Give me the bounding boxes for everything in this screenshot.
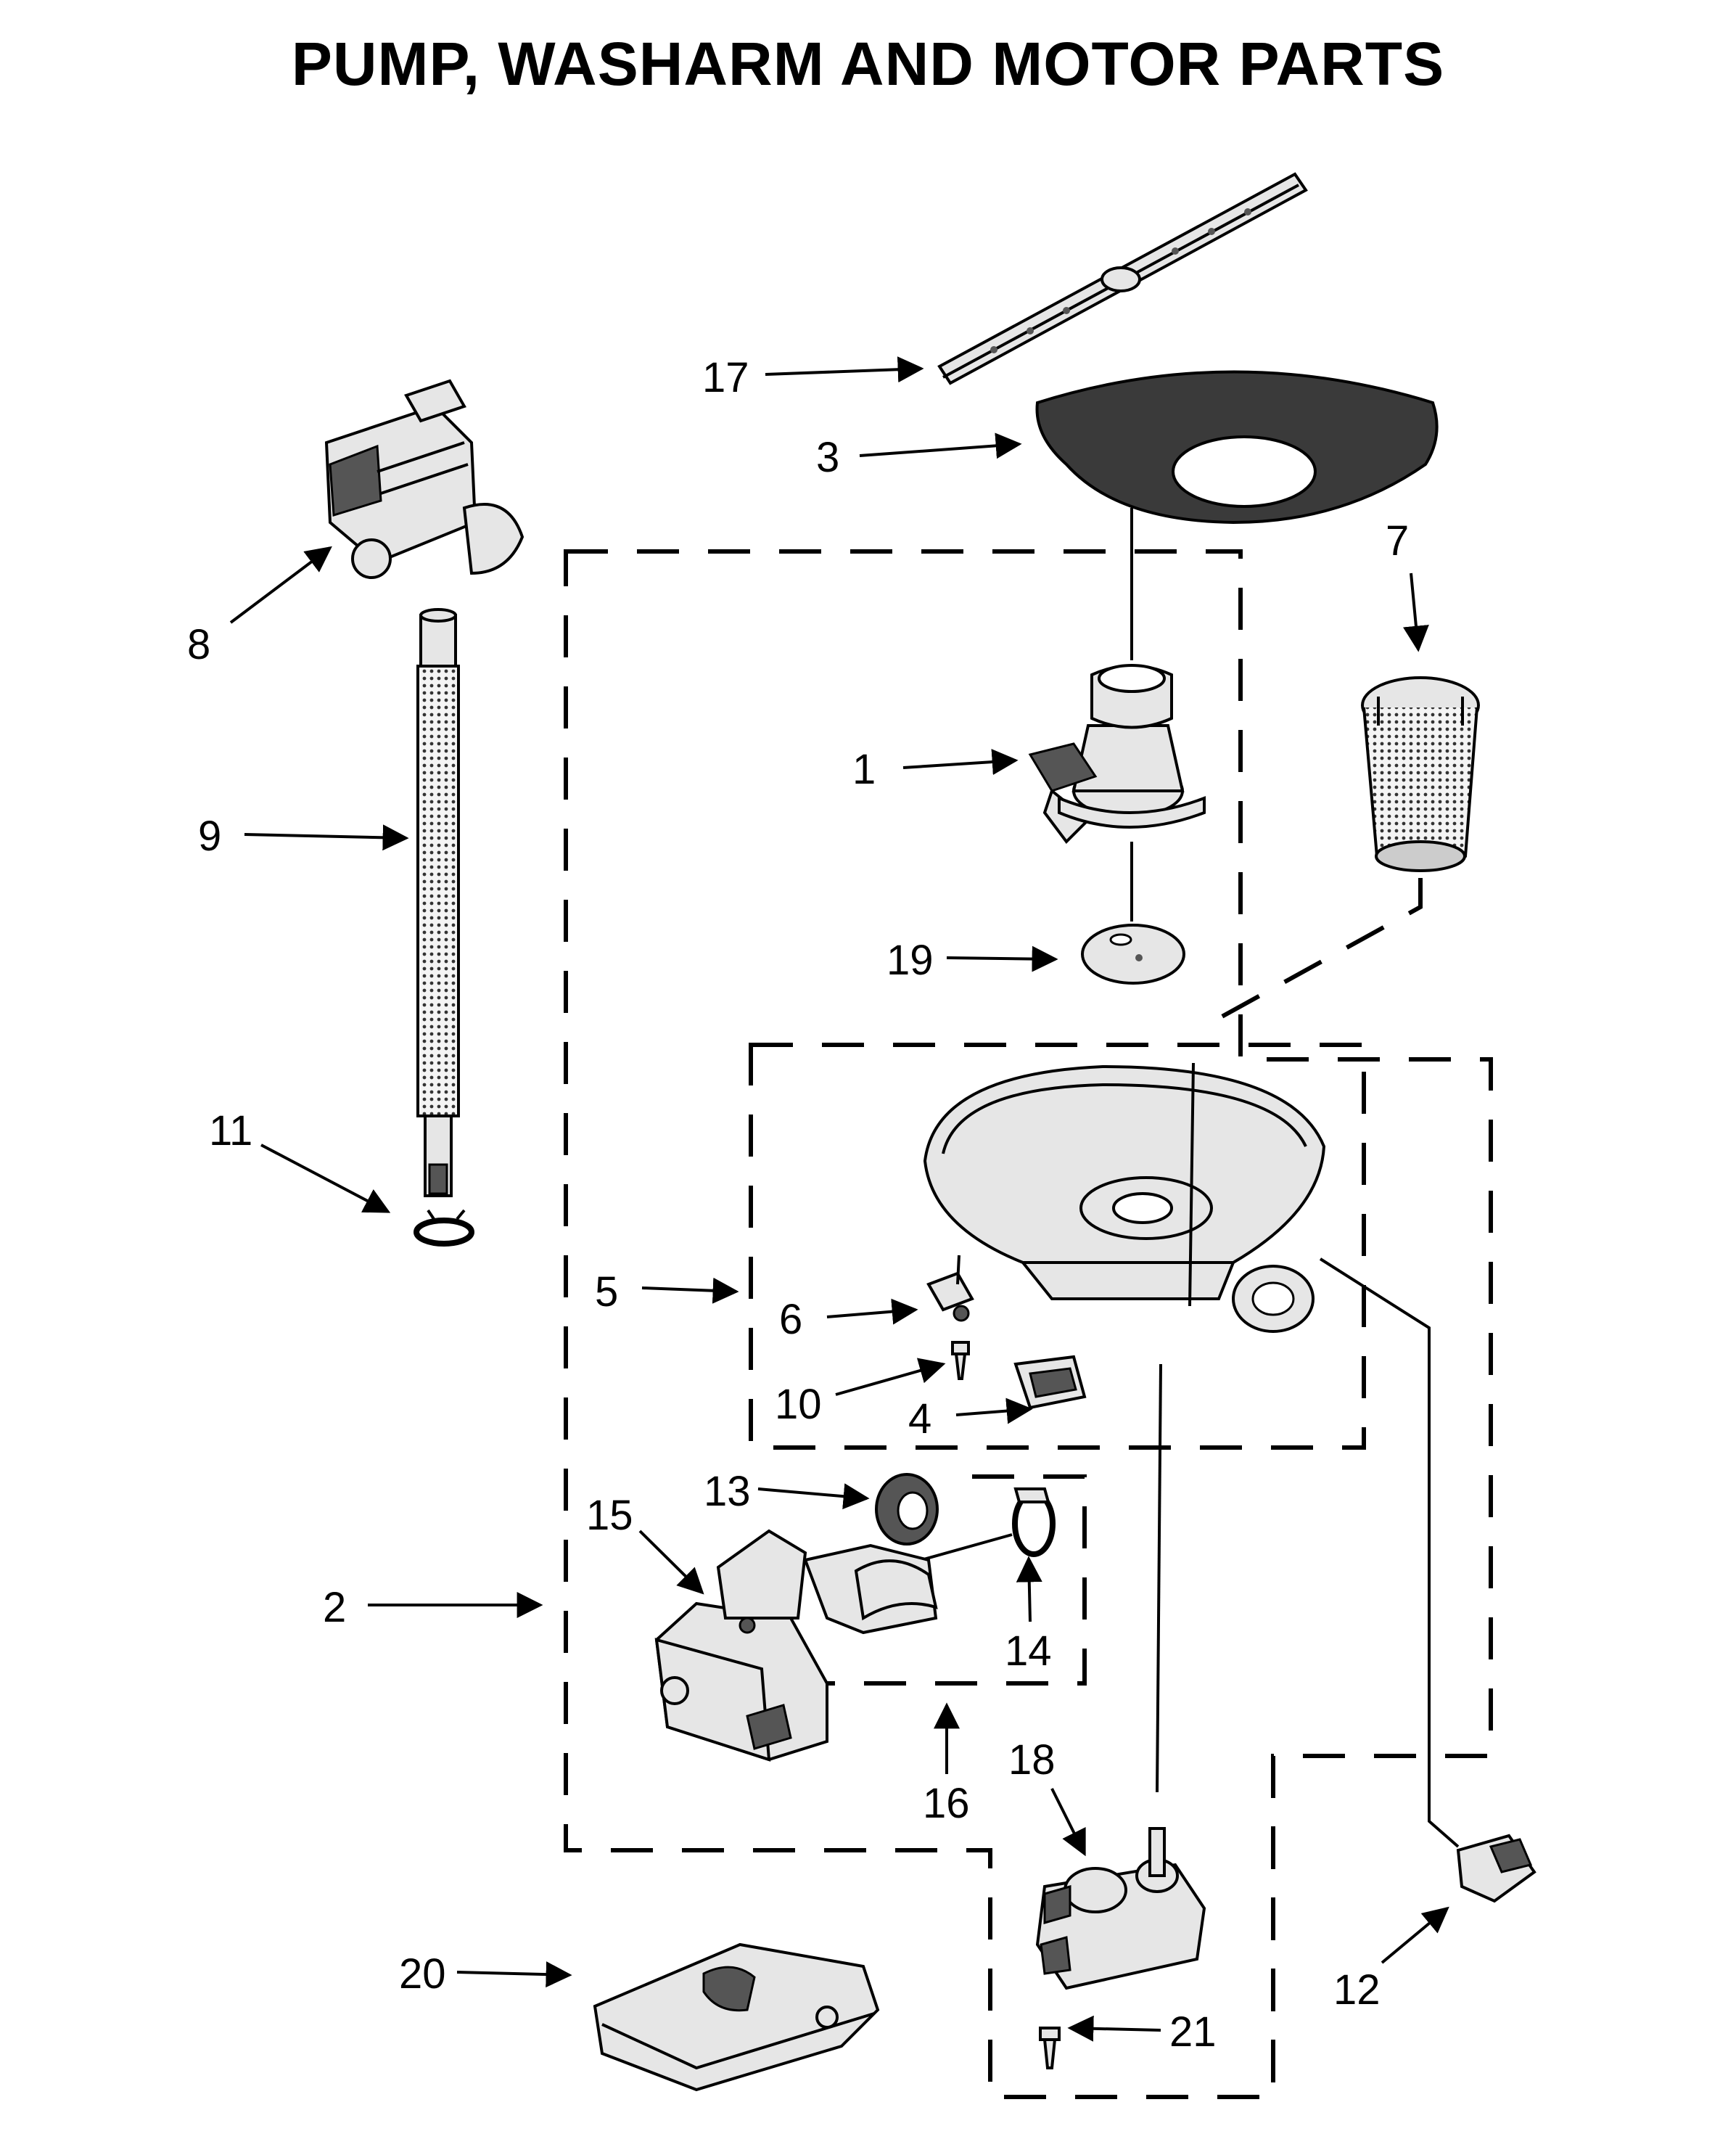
callout-20: 20 [399,1950,446,1998]
part-17-wash-arm [937,172,1308,385]
arrow-9 [244,824,409,851]
callout-19: 19 [886,937,934,984]
part-13-seal [875,1473,939,1546]
part-4-connector [1013,1355,1087,1410]
assembly-boundary-16 [827,1474,1087,1686]
part-10-screw [951,1341,970,1380]
arrow-12 [1381,1906,1449,1964]
callout-1: 1 [852,746,876,793]
arrow-1 [902,749,1019,776]
callout-10: 10 [775,1381,822,1428]
part-14-clamp [921,1487,1056,1561]
arrow-17 [765,356,924,383]
arrow-6 [826,1298,918,1325]
callout-14: 14 [1005,1627,1052,1675]
arrow-21 [1067,2015,1161,2042]
assembly-boundaries [564,549,1493,2099]
arrow-5 [641,1277,739,1304]
callout-13: 13 [704,1468,751,1515]
part-21-screw [1039,2027,1061,2069]
arrow-19 [946,945,1058,972]
assembly-boundary-2 [564,549,1493,2099]
callout-11: 11 [209,1107,252,1154]
callout-8: 8 [187,621,210,668]
part-12-sensor [1319,1257,1537,1903]
callout-labels: 17 3 7 8 1 9 19 11 5 6 10 4 13 15 2 14 1… [187,354,1409,2056]
callout-12: 12 [1333,1966,1381,2014]
part-1-pump-housing [1028,508,1206,921]
arrow-8 [229,546,332,624]
callout-9: 9 [198,813,221,860]
arrow-7 [1403,572,1429,652]
leader-arrows [229,356,1449,2042]
callout-7: 7 [1386,517,1409,565]
part-15-motor [654,1529,938,1762]
arrow-10 [835,1358,946,1396]
arrow-13 [757,1483,870,1510]
callout-17: 17 [702,354,749,401]
callout-21: 21 [1169,2008,1217,2056]
arrow-3 [859,432,1022,459]
callout-4: 4 [908,1395,931,1442]
arrow-15 [638,1530,704,1595]
page-title: PUMP, WASHARM AND MOTOR PARTS [291,30,1445,98]
assembly-boundary-5 [749,1043,1366,1450]
part-6-sensor [926,1255,974,1322]
part-3-shield [1035,370,1439,525]
callout-2: 2 [323,1584,346,1631]
part-9-drain-hose [416,608,460,1197]
part-18-diverter-motor [1035,1827,1206,1990]
part-5-sump [923,1062,1326,1793]
arrow-11 [260,1144,391,1213]
arrow-20 [456,1961,572,1988]
arrow-14 [1016,1556,1042,1622]
callout-16: 16 [923,1780,970,1827]
part-19-cover-disc [1081,924,1185,985]
part-20-cover [593,1942,880,2092]
callout-5: 5 [595,1268,618,1315]
part-8-drain-pump [324,379,524,579]
arrow-4 [955,1397,1033,1424]
arrow-18 [1050,1788,1086,1857]
callout-18: 18 [1008,1736,1056,1783]
callout-15: 15 [586,1492,633,1539]
callout-6: 6 [779,1296,802,1343]
part-7-filter [1196,676,1480,1033]
part-11-hose-clamp [414,1209,474,1247]
callout-3: 3 [816,434,839,481]
